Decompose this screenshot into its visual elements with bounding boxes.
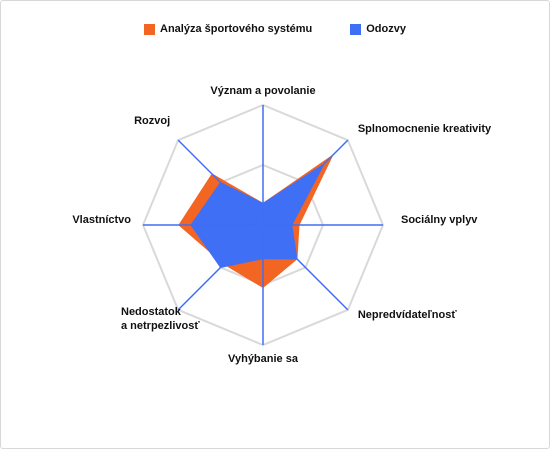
- legend-swatch-analyza: [144, 23, 156, 35]
- axis-spoke-5: [177, 224, 264, 311]
- legend: Analýza športového systému Odozvy: [1, 23, 549, 35]
- legend-label-analyza: Analýza športového systému: [160, 23, 313, 35]
- axis-spoke-1: [262, 139, 349, 226]
- legend-swatch-odozvy: [350, 23, 362, 35]
- legend-label-odozvy: Odozvy: [366, 23, 406, 35]
- axis-label-7: Rozvoj: [134, 115, 170, 127]
- axis-spoke-3: [262, 224, 349, 311]
- axis-label-0: Význam a povolanie: [210, 85, 315, 97]
- legend-item-odozvy[interactable]: Odozvy: [350, 23, 406, 35]
- axis-spoke-7: [177, 139, 264, 226]
- axis-label-1: Splnomocnenie kreativity: [358, 123, 492, 135]
- axis-label-6: Vlastníctvo: [72, 214, 131, 226]
- axis-label-3: Nepredvídateľnosť: [358, 309, 457, 321]
- axis-label-4: Vyhýbanie sa: [228, 353, 299, 365]
- axis-label-2: Sociálny vplyv: [401, 214, 478, 226]
- legend-item-analyza[interactable]: Analýza športového systému: [144, 23, 312, 35]
